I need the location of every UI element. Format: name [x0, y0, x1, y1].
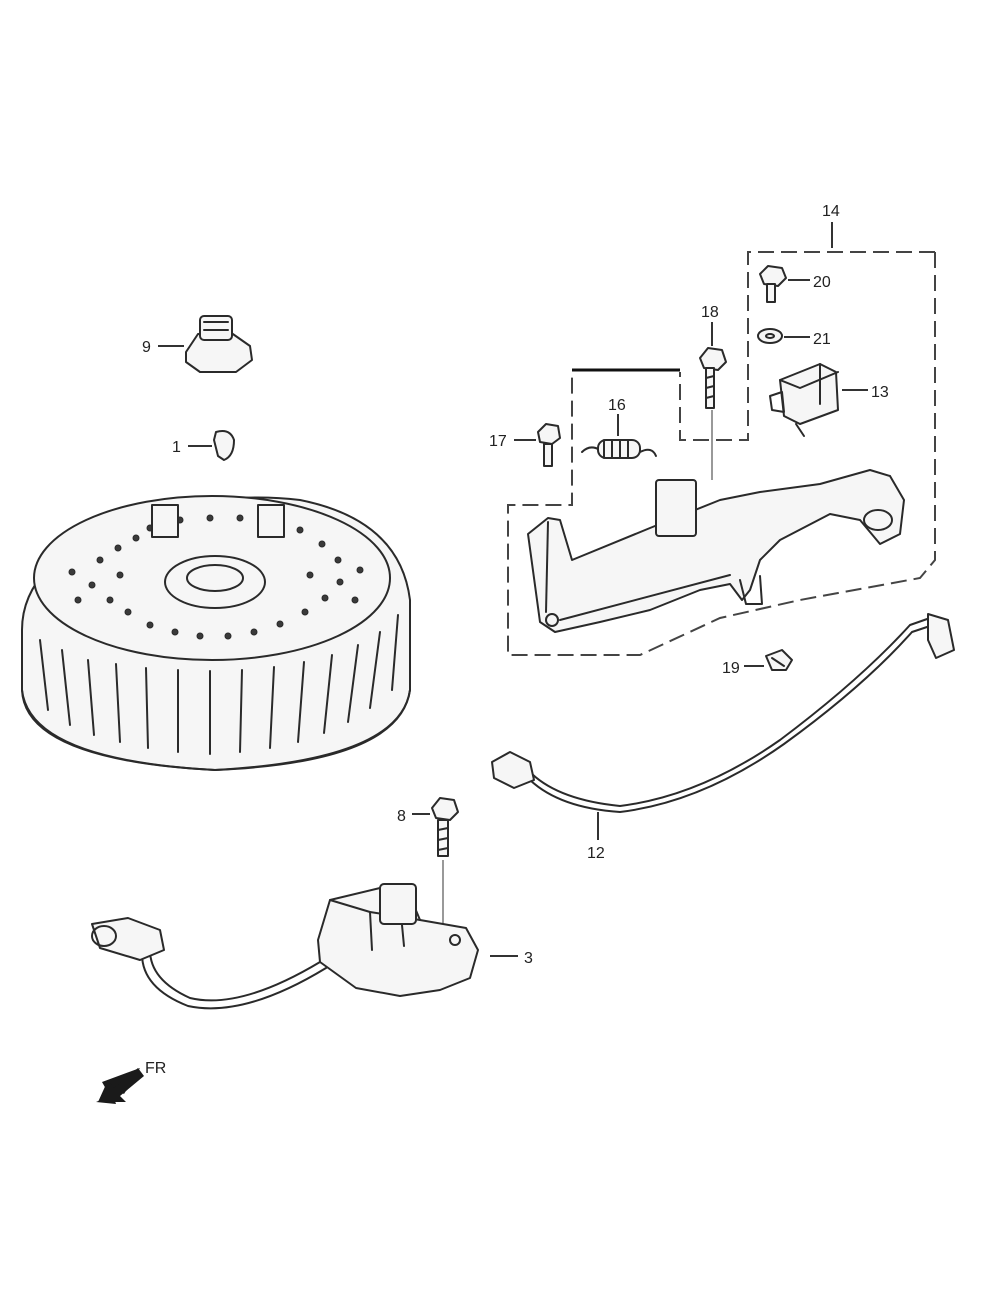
callout-16: 16 [608, 397, 626, 414]
washer-21 [757, 328, 783, 344]
callout-12: 12 [587, 845, 605, 862]
direction-label: FR [145, 1060, 166, 1077]
bolt-18 [699, 347, 727, 409]
callout-20: 20 [813, 274, 831, 291]
callout-3: 3 [524, 950, 533, 967]
stop-bracket [527, 469, 905, 633]
arrow-down-left-icon [96, 1068, 144, 1104]
spring-16 [581, 439, 657, 459]
flywheel [21, 495, 411, 771]
bolt-8 [431, 797, 459, 857]
callout-19: 19 [722, 660, 740, 677]
callout-13: 13 [871, 384, 889, 401]
callout-21: 21 [813, 331, 831, 348]
callout-17: 17 [489, 433, 507, 450]
flywheel-nut [185, 315, 253, 373]
ignition-coil [91, 883, 479, 1010]
woodruff-key [213, 430, 235, 461]
callout-8: 8 [397, 808, 406, 825]
callout-14: 14 [822, 203, 840, 220]
assembly-outline [507, 252, 936, 656]
callout-9: 9 [142, 339, 151, 356]
callout-1: 1 [172, 439, 181, 456]
stop-switch [769, 363, 839, 437]
bolt-17 [537, 423, 561, 467]
bolt-20 [759, 265, 787, 303]
clip-19 [765, 649, 793, 671]
stop-wire [491, 613, 955, 813]
callout-18: 18 [701, 304, 719, 321]
